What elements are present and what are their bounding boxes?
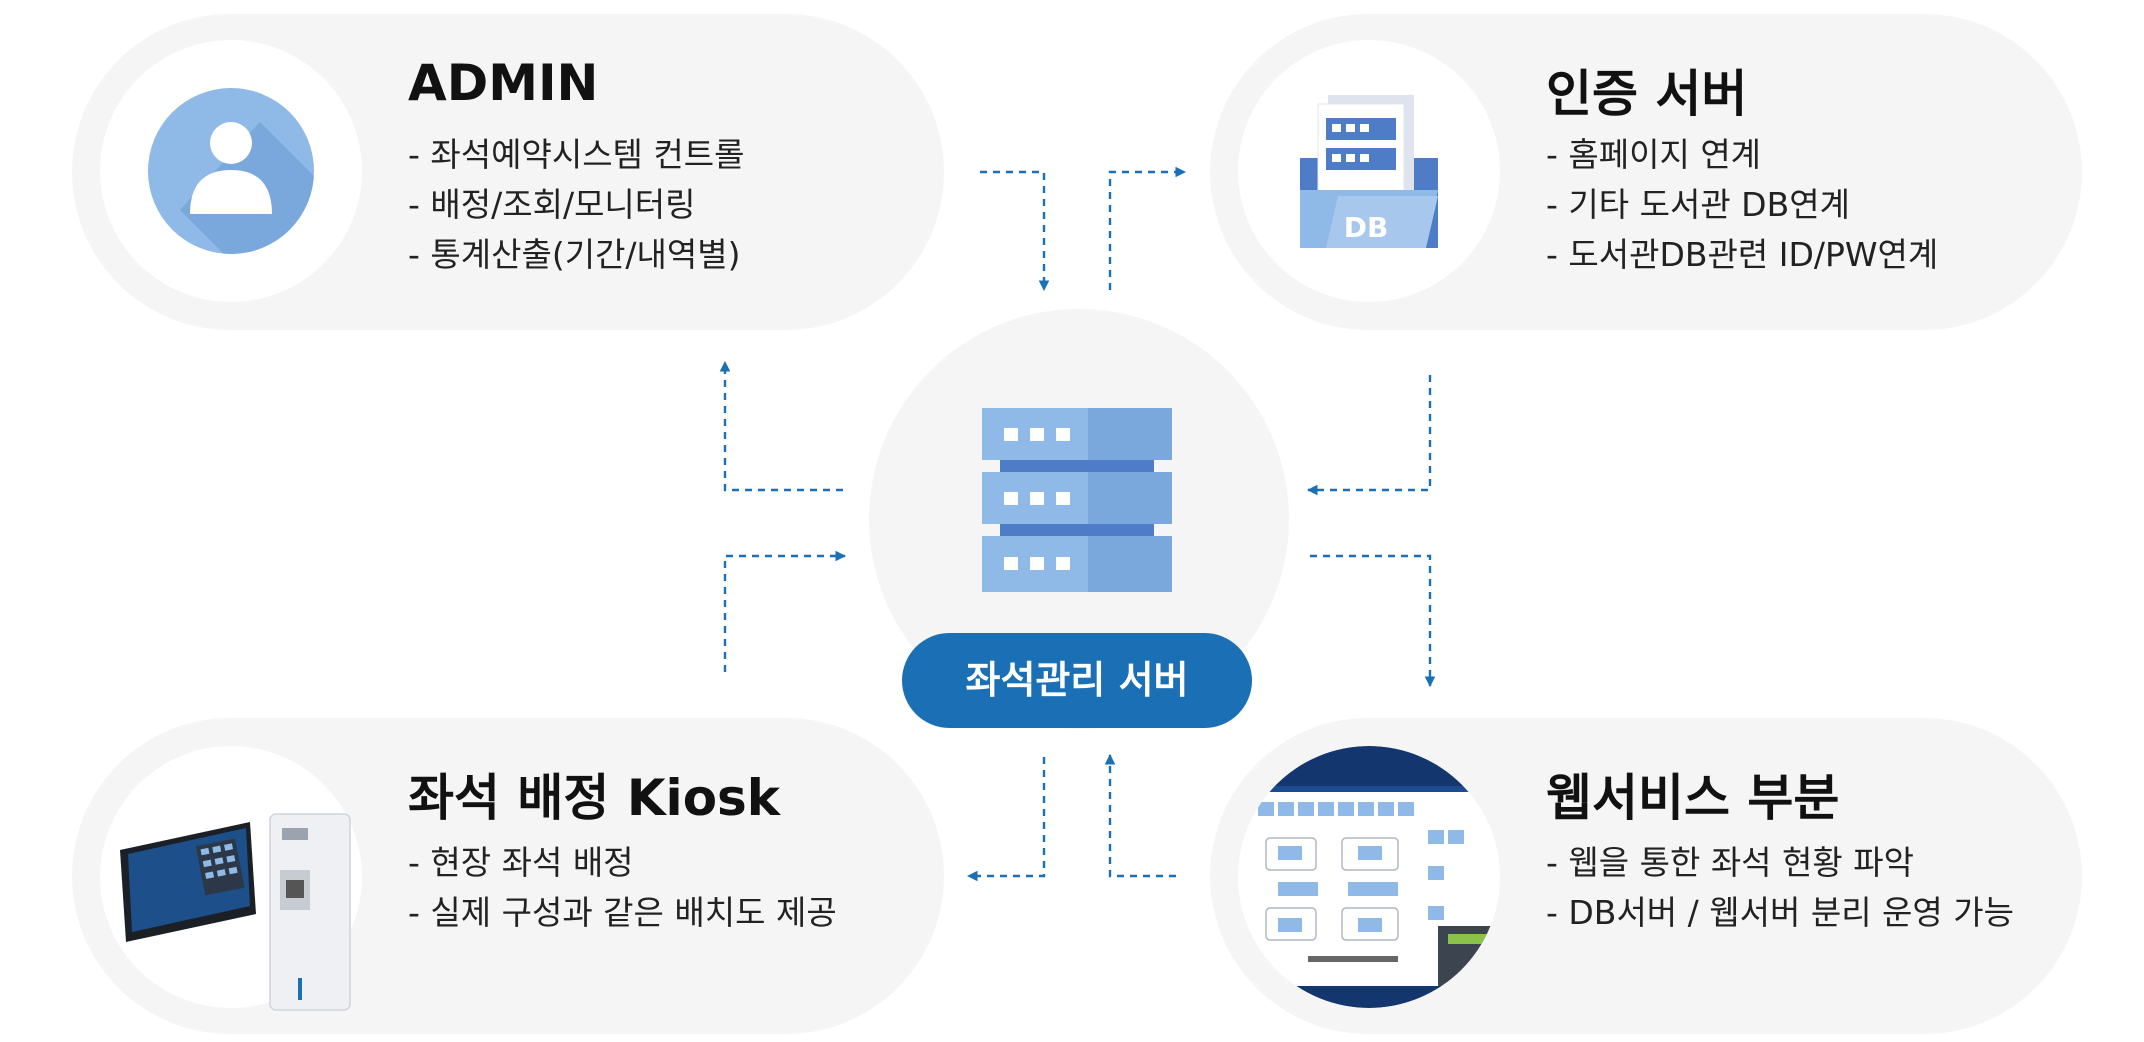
db-folder-icon: DB [1300, 95, 1438, 248]
arrow-server-to-web [1310, 554, 1436, 688]
arrow-server-to-kiosk [966, 757, 1046, 882]
arrow-server-to-admin [719, 360, 843, 492]
arrow-web-to-server [1104, 753, 1176, 878]
kiosk-item-2: - 실제 구성과 같은 배치도 제공 [408, 893, 837, 932]
center-server-label: 좌석관리 서버 [902, 633, 1252, 728]
web-item-1: - 웹을 통한 좌석 현황 파악 [1546, 843, 1914, 882]
web-title: 웹서비스 부분 [1546, 769, 1840, 827]
db-label: DB [1344, 211, 1389, 244]
admin-title: ADMIN [408, 54, 599, 112]
kiosk-image-circle [100, 746, 362, 1011]
web-item-2: - DB서버 / 웹서버 분리 운영 가능 [1546, 893, 2014, 932]
admin-item-2: - 배정/조회/모니터링 [408, 185, 696, 224]
arrow-kiosk-to-server [723, 550, 847, 672]
admin-icon-circle [100, 40, 362, 302]
kiosk-item-1: - 현장 좌석 배정 [408, 843, 634, 882]
web-screenshot-image [1238, 746, 1500, 1008]
auth-item-1: - 홈페이지 연계 [1546, 135, 1762, 174]
arrow-server-to-auth [1108, 166, 1187, 290]
auth-icon-circle: DB [1238, 40, 1500, 302]
auth-title: 인증 서버 [1546, 65, 1748, 123]
auth-item-2: - 기타 도서관 DB연계 [1546, 185, 1850, 224]
kiosk-image [120, 813, 351, 1011]
admin-item-1: - 좌석예약시스템 컨트롤 [408, 135, 745, 174]
user-icon [148, 88, 314, 254]
arrow-auth-to-server [1306, 375, 1432, 496]
admin-item-3: - 통계산출(기간/내역별) [408, 235, 741, 274]
auth-item-3: - 도서관DB관련 ID/PW연계 [1546, 235, 1939, 274]
kiosk-title: 좌석 배정 Kiosk [408, 769, 781, 827]
web-image-circle [1238, 746, 1500, 1008]
arrow-admin-to-server [980, 170, 1050, 292]
